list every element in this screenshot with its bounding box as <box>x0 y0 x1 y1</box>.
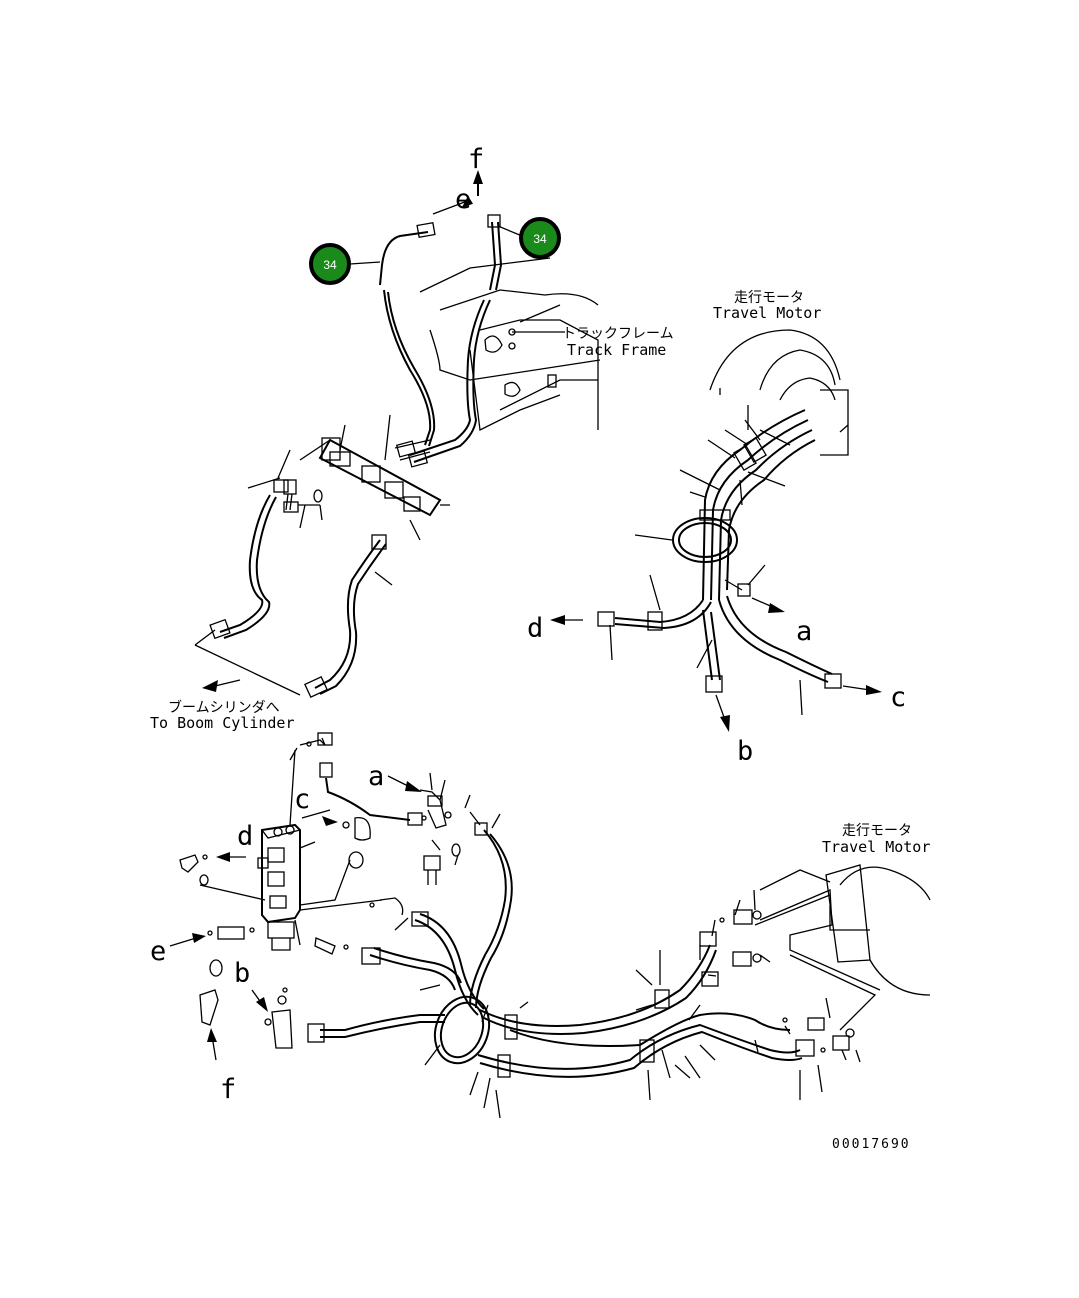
callout-number: 34 <box>323 258 337 272</box>
port-letter-d-joint: d <box>237 821 253 852</box>
swivel-joint-assembly <box>179 732 931 1119</box>
port-letter-f-top: f <box>468 144 484 175</box>
travel-motor2-en: Travel Motor <box>822 838 930 856</box>
port-letter-b-joint: b <box>234 958 250 989</box>
port-letter-d-motor: d <box>527 613 543 644</box>
boom-cylinder-jp: ブームシリンダへ <box>168 699 280 716</box>
drawing-number: 00017690 <box>832 1137 911 1152</box>
callout-number: 34 <box>533 232 547 246</box>
port-letter-e-joint: e <box>150 936 166 967</box>
boom-cylinder-label: ブームシリンダへ To Boom Cylinder <box>150 699 295 732</box>
boom-hose-assembly <box>194 170 601 699</box>
travel-motor-en: Travel Motor <box>713 304 821 322</box>
travel-motor-jp: 走行モータ <box>734 290 804 306</box>
port-letter-e-top: e <box>455 184 471 215</box>
track-frame-jp: トラックフレーム <box>562 326 674 342</box>
travel-motor-label-upper: 走行モータ Travel Motor <box>713 290 821 322</box>
track-frame-en: Track Frame <box>567 341 666 359</box>
port-letter-a-joint: a <box>368 761 384 792</box>
port-letter-f-joint: f <box>220 1074 236 1105</box>
callout-badge-34-right[interactable]: 34 <box>497 217 561 259</box>
swivel-port-arrows <box>169 775 422 1061</box>
boom-cylinder-en: To Boom Cylinder <box>150 714 295 732</box>
track-frame-label: トラックフレーム Track Frame <box>512 326 674 359</box>
travel-motor-assembly-upper <box>550 329 882 732</box>
port-letter-c-joint: c <box>294 784 310 815</box>
port-letter-a-motor: a <box>796 616 812 647</box>
callout-badge-34-left[interactable]: 34 <box>309 243 381 285</box>
port-letter-c-motor: c <box>890 682 906 713</box>
travel-motor-label-lower: 走行モータ Travel Motor <box>822 823 930 856</box>
travel-motor2-jp: 走行モータ <box>842 823 912 839</box>
port-letter-b-motor: b <box>737 736 753 767</box>
